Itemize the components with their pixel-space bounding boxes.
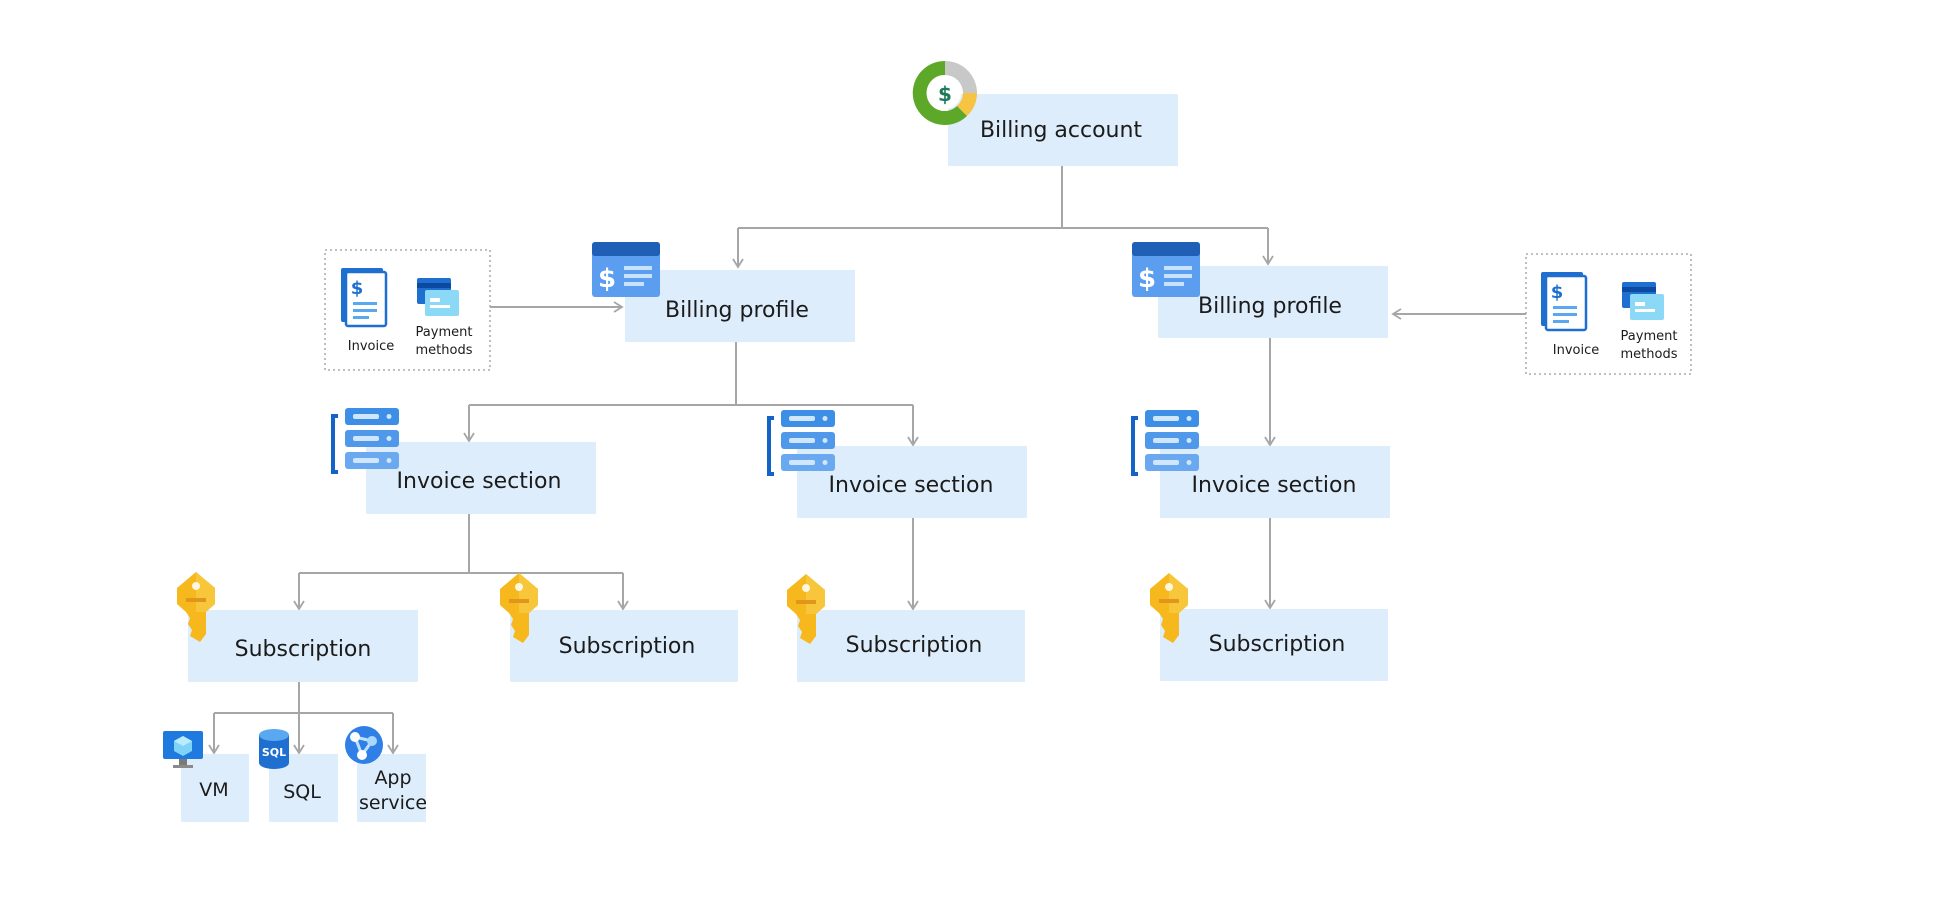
- svg-text:$: $: [1138, 264, 1156, 294]
- vm-label: VM: [199, 779, 228, 801]
- subscription-2-box[interactable]: [510, 610, 738, 682]
- invoice-section-1-box[interactable]: [366, 442, 596, 514]
- invoice-section-icon: [331, 408, 399, 474]
- billing-profile-right-label: Billing profile: [1198, 294, 1342, 319]
- legend-left-payment-label-line2: methods: [416, 343, 473, 358]
- invoice-icon: $: [1541, 272, 1588, 332]
- subscription-3-label: Subscription: [846, 633, 983, 658]
- sql-database-icon: SQL: [259, 729, 289, 769]
- billing-account-icon: $: [912, 60, 977, 125]
- app-service-label-line1: App: [374, 767, 411, 789]
- legend-left-payment-label-line1: Payment: [416, 325, 473, 340]
- billing-profile-left-label: Billing profile: [665, 298, 809, 323]
- legend-left-invoice-label: Invoice: [348, 339, 394, 354]
- billing-profile-icon: $: [592, 242, 660, 297]
- credit-card-icon: [1622, 282, 1664, 320]
- app-service-box[interactable]: [357, 754, 426, 822]
- svg-text:SQL: SQL: [262, 746, 286, 759]
- subscription-4-box[interactable]: [1160, 609, 1388, 681]
- credit-card-icon: [417, 278, 459, 316]
- key-icon: [177, 572, 215, 642]
- svg-text:$: $: [1551, 282, 1564, 303]
- invoice-icon: $: [341, 268, 388, 328]
- billing-account-label: Billing account: [980, 118, 1142, 143]
- svg-text:$: $: [351, 278, 364, 299]
- svg-text:$: $: [938, 82, 952, 106]
- subscription-1-label: Subscription: [235, 637, 372, 662]
- invoice-section-icon: [1131, 410, 1199, 476]
- legend-right-invoice-label: Invoice: [1553, 343, 1599, 358]
- invoice-section-2-box[interactable]: [797, 446, 1027, 518]
- key-icon: [500, 573, 538, 643]
- key-icon: [1150, 573, 1188, 643]
- app-service-icon: [345, 726, 383, 764]
- billing-profile-icon: $: [1132, 242, 1200, 297]
- legend-left-frame: [324, 249, 491, 371]
- subscription-2-label: Subscription: [559, 634, 696, 659]
- invoice-section-icon: [767, 410, 835, 476]
- key-icon: [787, 574, 825, 644]
- invoice-section-1-label: Invoice section: [397, 469, 562, 494]
- legend-right-frame: [1525, 253, 1692, 375]
- billing-account-box[interactable]: [948, 94, 1178, 166]
- sql-label: SQL: [283, 781, 321, 803]
- billing-profile-left-box[interactable]: [625, 270, 855, 342]
- legend-right-payment-label-line2: methods: [1621, 347, 1678, 362]
- invoice-section-2-label: Invoice section: [829, 473, 994, 498]
- app-service-label-line2: service: [359, 792, 427, 814]
- legend-right-payment-label-line1: Payment: [1621, 329, 1678, 344]
- subscription-4-label: Subscription: [1209, 632, 1346, 657]
- subscription-3-box[interactable]: [797, 610, 1025, 682]
- subscription-1-box[interactable]: [188, 610, 418, 682]
- connectors: [208, 166, 1526, 755]
- invoice-section-3-label: Invoice section: [1192, 473, 1357, 498]
- svg-text:$: $: [598, 264, 616, 294]
- virtual-machine-icon: [163, 731, 203, 768]
